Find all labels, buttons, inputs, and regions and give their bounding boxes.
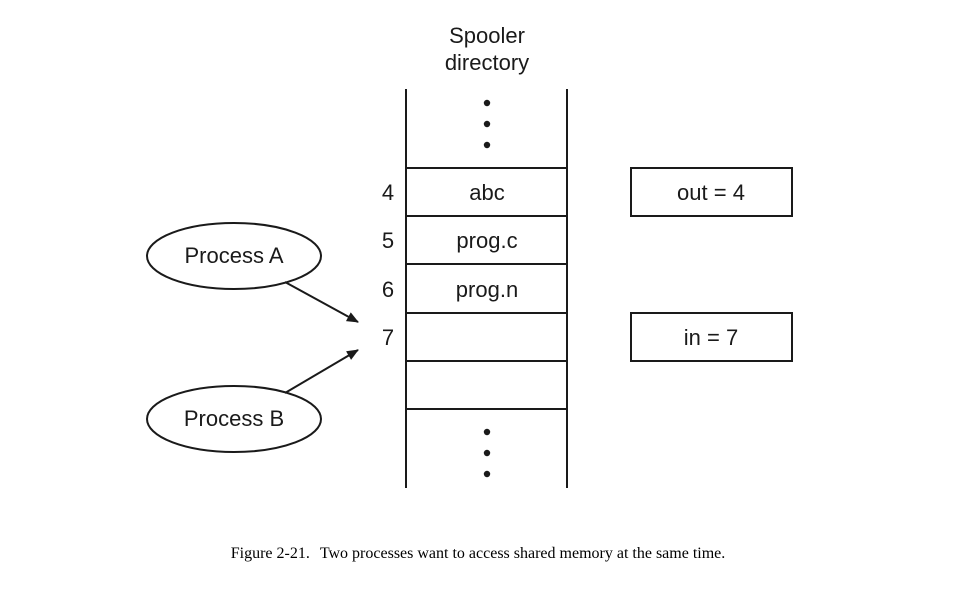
out-variable-box: out = 4 <box>630 167 793 217</box>
slot-content-5: prog.c <box>456 228 517 253</box>
process-a-label: Process A <box>184 243 283 268</box>
spooler-directory <box>405 89 568 488</box>
process-a-node: Process A <box>146 222 322 290</box>
slot-index-7: 7 <box>382 325 394 350</box>
out-variable-label: out = 4 <box>677 180 745 205</box>
spooler-title-line1: Spooler <box>449 23 525 48</box>
slot-index-5: 5 <box>382 228 394 253</box>
slot-index-4: 4 <box>382 180 394 205</box>
slot-content-4: abc <box>469 180 504 205</box>
slot-content-6: prog.n <box>456 277 518 302</box>
figure-caption: Figure 2-21. Two processes want to access… <box>231 545 726 562</box>
spooler-title-line2: directory <box>445 50 529 75</box>
ellipsis-bottom <box>483 428 491 478</box>
in-variable-box: in = 7 <box>630 312 793 362</box>
process-a-arrow <box>284 281 359 323</box>
caption-figure-label: Figure 2-21. <box>231 545 310 562</box>
caption-text: Two processes want to access shared memo… <box>320 545 725 562</box>
process-b-node: Process B <box>146 385 322 453</box>
process-b-label: Process B <box>184 406 284 431</box>
process-b-arrow <box>284 349 359 394</box>
ellipsis-top <box>483 99 491 149</box>
slot-index-6: 6 <box>382 277 394 302</box>
in-variable-label: in = 7 <box>684 325 738 350</box>
